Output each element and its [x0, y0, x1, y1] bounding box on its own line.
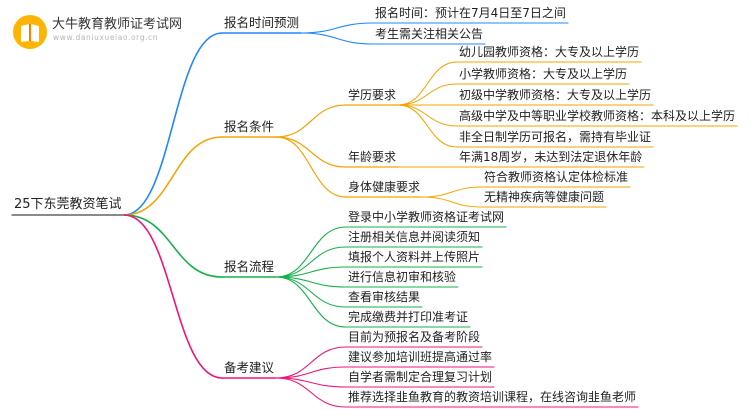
- node-age-detail[interactable]: 年满18周岁，未达到法定退休年龄: [459, 150, 643, 164]
- node-login-site[interactable]: 登录中小学教师资格证考试网: [348, 210, 505, 224]
- node-check-result[interactable]: 查看审核结果: [348, 290, 421, 304]
- link-node-part-time-degree: [397, 104, 458, 148]
- brand-url: www.daniuxueiao.org.cn: [53, 33, 159, 42]
- link-node-pay-print: [275, 276, 347, 328]
- book-logo-icon: [13, 15, 47, 49]
- link-node-signup-time-range: [300, 22, 374, 34]
- link-node-health-req: [275, 136, 347, 198]
- link-node-fill-profile: [275, 266, 347, 278]
- node-recommend-course[interactable]: 推荐选择韭鱼教育的教资培训课程，在线咨询韭鱼老师: [348, 390, 637, 404]
- node-watch-announcement[interactable]: 考生需关注相关公告: [375, 27, 484, 41]
- branch-prep-advice[interactable]: 备考建议: [224, 360, 275, 375]
- node-register-info[interactable]: 注册相关信息并阅读须知: [348, 230, 481, 244]
- link-node-health-standard: [421, 186, 483, 198]
- link-root-branch-prep-advice: [123, 214, 223, 379]
- node-junior-middle-req[interactable]: 初级中学教师资格：大专及以上学历: [459, 88, 652, 102]
- node-self-study-plan[interactable]: 自学者需制定合理复习计划: [348, 370, 493, 384]
- branch-signup-conditions[interactable]: 报名条件: [224, 119, 275, 134]
- link-node-recommend-course: [275, 377, 347, 408]
- node-age-req[interactable]: 年龄要求: [348, 150, 397, 164]
- node-primary-req[interactable]: 小学教师资格：大专及以上学历: [459, 67, 628, 81]
- link-node-education-req: [275, 104, 347, 138]
- link-root-branch-signup-process: [123, 214, 223, 278]
- link-root-branch-signup-conditions: [123, 136, 223, 216]
- node-pay-print[interactable]: 完成缴费并打印准考证: [348, 310, 469, 324]
- root-node[interactable]: 25下东莞教资笔试: [14, 197, 122, 212]
- node-join-training[interactable]: 建议参加培训班提高通过率: [348, 350, 493, 364]
- link-node-join-training: [275, 366, 347, 379]
- link-node-no-mental-illness: [421, 196, 483, 208]
- link-node-login-site: [275, 226, 347, 278]
- node-pre-signup-stage[interactable]: 目前为预报名及备考阶段: [348, 330, 481, 344]
- node-kindergarten-req[interactable]: 幼儿园教师资格：大专及以上学历: [459, 45, 640, 59]
- node-initial-review[interactable]: 进行信息初审和核验: [348, 270, 457, 284]
- link-node-check-result: [275, 276, 347, 308]
- node-signup-time-range[interactable]: 报名时间：预计在7月4日至7日之间: [375, 6, 566, 20]
- link-node-age-req: [275, 136, 347, 168]
- link-node-senior-vocational-req: [397, 104, 458, 127]
- branch-signup-process[interactable]: 报名流程: [224, 259, 275, 274]
- branch-signup-time[interactable]: 报名时间预测: [224, 15, 300, 30]
- node-health-standard[interactable]: 符合教师资格认定体检标准: [484, 170, 629, 184]
- node-no-mental-illness[interactable]: 无精神疾病等健康问题: [484, 190, 605, 204]
- node-fill-profile[interactable]: 填报个人资料并上传照片: [348, 250, 481, 264]
- node-part-time-degree[interactable]: 非全日制学历可报名，需持有毕业证: [459, 130, 652, 144]
- brand-name: 大牛教育教师证考试网: [52, 17, 183, 32]
- link-node-watch-announcement: [300, 32, 374, 45]
- link-node-primary-req: [397, 83, 458, 106]
- node-education-req[interactable]: 学历要求: [348, 88, 397, 102]
- link-node-kindergarten-req: [397, 61, 458, 106]
- node-senior-vocational-req[interactable]: 高级中学及中等职业学校教师资格：本科及以上学历: [459, 109, 736, 123]
- node-health-req[interactable]: 身体健康要求: [348, 180, 421, 194]
- link-root-branch-signup-time: [123, 32, 223, 216]
- link-node-pre-signup-stage: [275, 346, 347, 379]
